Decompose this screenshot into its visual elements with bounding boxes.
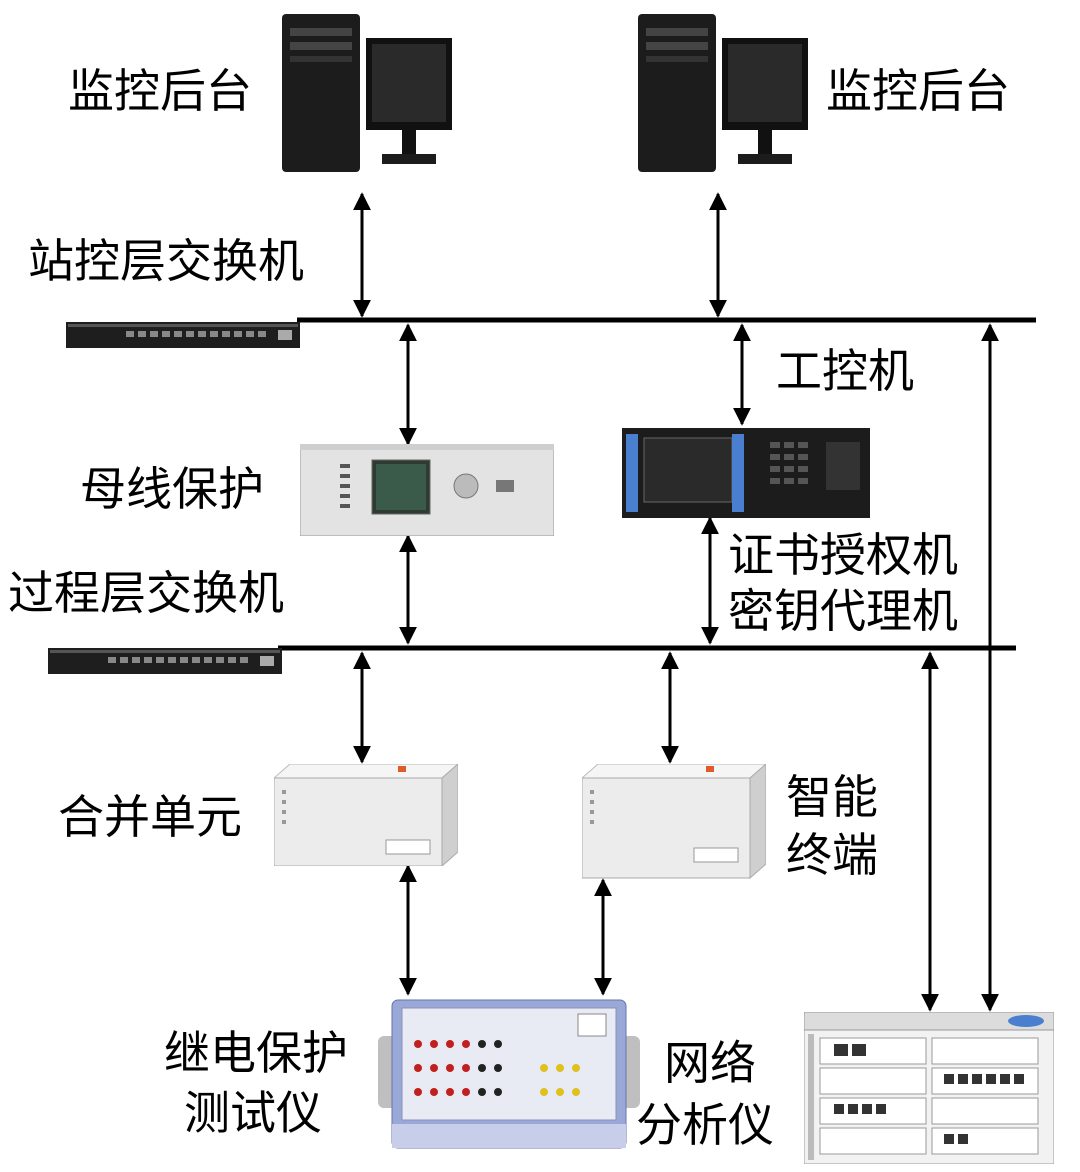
process-switch-device <box>48 648 282 674</box>
label-smart-terminal-2: 终端 <box>786 828 878 882</box>
label-station-switch: 站控层交换机 <box>28 234 304 288</box>
label-merging-unit: 合并单元 <box>58 790 242 844</box>
label-bus-protection: 母线保护 <box>80 462 264 516</box>
label-relay-tester-2: 测试仪 <box>184 1086 322 1140</box>
monitor-workstation-right <box>638 14 808 172</box>
smart-terminal-device <box>582 764 766 880</box>
label-net-analyzer-1: 网络 <box>664 1036 756 1090</box>
label-monitor-right: 监控后台 <box>826 64 1010 118</box>
industrial-pc-device <box>622 428 870 518</box>
label-process-switch: 过程层交换机 <box>8 566 284 620</box>
label-net-analyzer-2: 分析仪 <box>636 1098 774 1152</box>
relay-tester-device <box>378 999 640 1149</box>
label-monitor-left: 监控后台 <box>68 64 252 118</box>
label-relay-tester-1: 继电保护 <box>164 1026 348 1080</box>
label-cert-authority: 证书授权机 <box>728 528 958 582</box>
label-industrial-pc: 工控机 <box>776 344 914 398</box>
label-key-proxy: 密钥代理机 <box>728 584 958 638</box>
network-analyzer-device <box>804 1012 1054 1164</box>
monitor-workstation-left <box>282 14 452 172</box>
merging-unit-device <box>274 764 458 866</box>
bus-protection-device <box>300 444 554 536</box>
label-smart-terminal-1: 智能 <box>786 770 878 824</box>
station-switch-device <box>66 322 300 348</box>
